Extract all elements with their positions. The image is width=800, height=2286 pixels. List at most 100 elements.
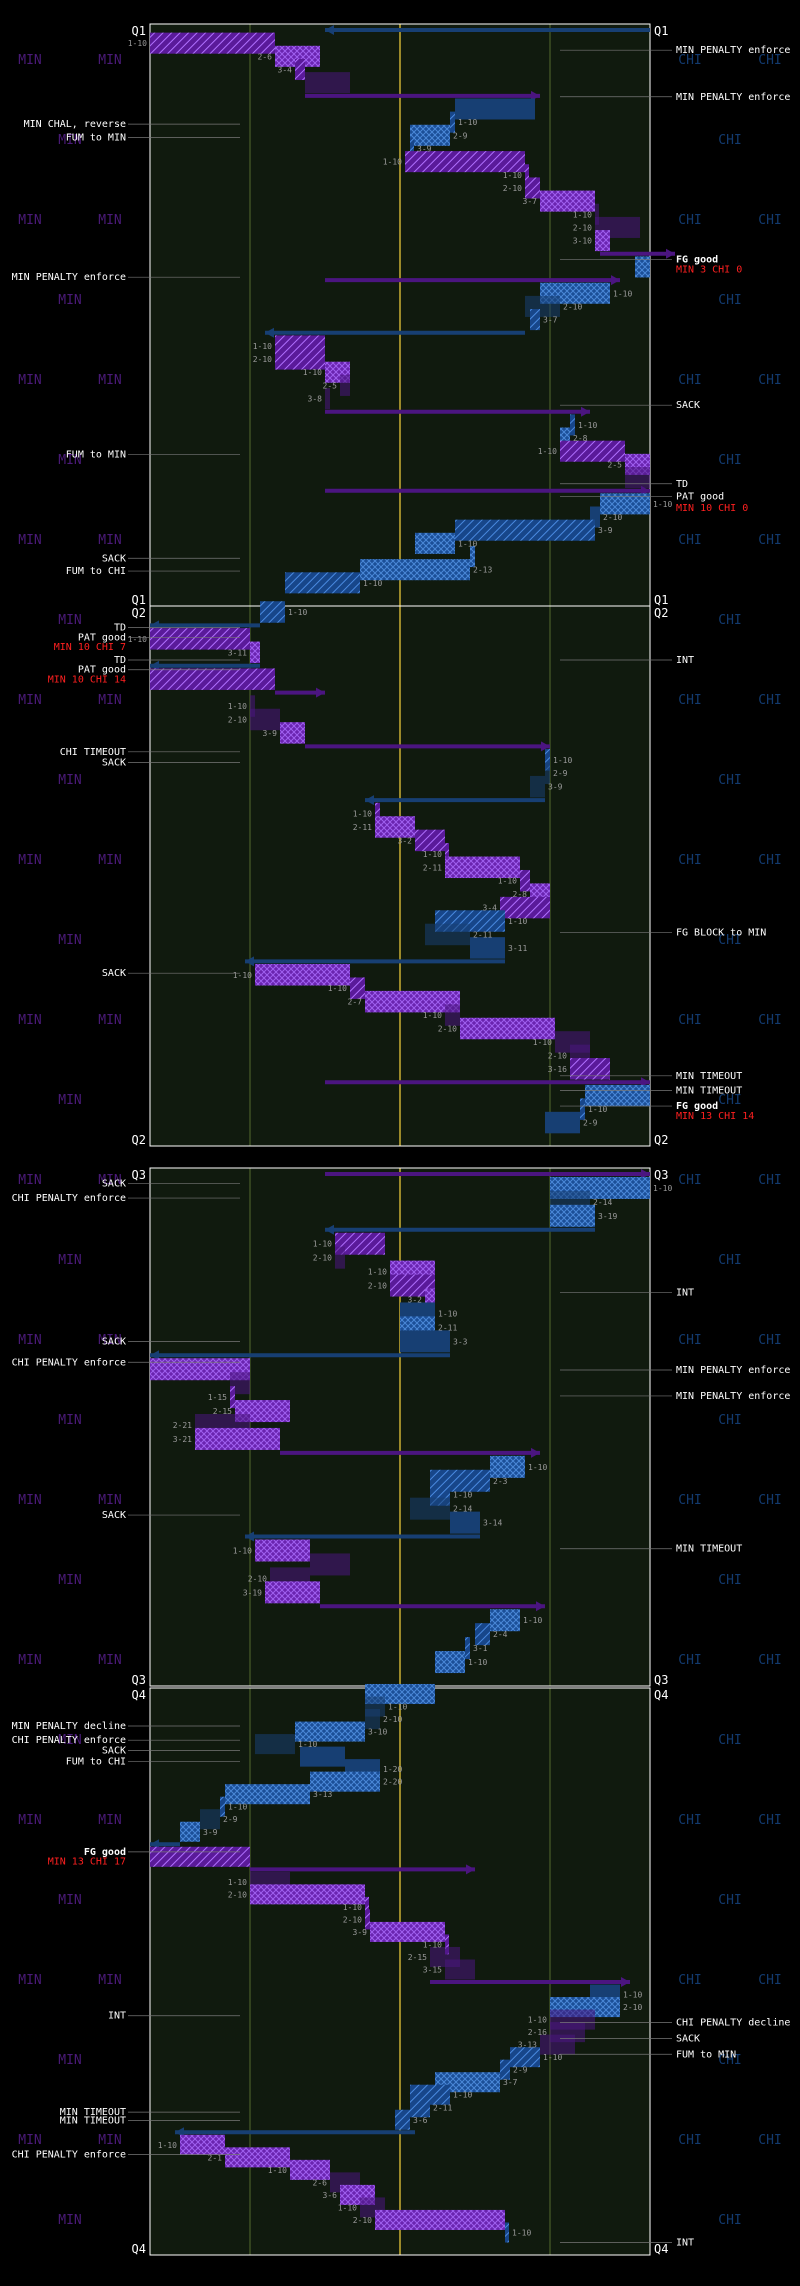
- down-label: 1-10: [313, 1240, 332, 1249]
- watermark-home: MIN: [58, 613, 81, 628]
- annotation-right: SACK: [676, 400, 700, 411]
- down-label: 1-10: [228, 1803, 247, 1812]
- plays-layer: [150, 25, 675, 2243]
- down-label: 2-10: [573, 223, 592, 232]
- watermark-home: MIN: [98, 1973, 121, 1988]
- down-label: 1-10: [588, 1105, 607, 1114]
- down-label: 1-10: [328, 984, 347, 993]
- play-bar: [545, 762, 550, 784]
- play-bar: [255, 1539, 310, 1562]
- play-bar: [585, 1084, 650, 1107]
- watermark-home: MIN: [58, 1253, 81, 1268]
- play-bar: [600, 493, 650, 515]
- down-label: 2-8: [513, 890, 528, 899]
- annotation-left: MIN CHAL, reverse: [24, 119, 126, 130]
- annotation-left: MIN 10 CHI 7: [54, 642, 126, 653]
- down-label: 1-10: [543, 2053, 562, 2062]
- play-bar: [365, 1896, 369, 1917]
- play-bar: [335, 1246, 345, 1269]
- down-label: 1-10: [653, 1184, 672, 1193]
- quarter-label: Q3: [654, 1168, 668, 1182]
- play-bar: [450, 1511, 480, 1534]
- down-label: 1-10: [363, 579, 382, 588]
- watermark-away: CHI: [678, 1013, 701, 1028]
- down-label: 2-10: [623, 2003, 642, 2012]
- play-bar: [435, 2072, 500, 2093]
- arrow-head: [325, 25, 334, 35]
- annotation-right: MIN TIMEOUT: [676, 1544, 742, 1555]
- play-bar: [635, 256, 650, 278]
- annotation-right: MIN 10 CHI 0: [676, 503, 748, 514]
- watermark-away: CHI: [758, 1813, 781, 1828]
- watermark-away: CHI: [758, 1493, 781, 1508]
- play-bar: [410, 1497, 450, 1520]
- quarter-label: Q3: [132, 1168, 146, 1182]
- play-bar: [540, 2034, 575, 2055]
- annotation-right: INT: [676, 655, 694, 666]
- down-label: 1-10: [228, 702, 247, 711]
- play-bar: [275, 45, 320, 67]
- watermark-away: CHI: [678, 853, 701, 868]
- play-bar: [255, 1734, 295, 1755]
- watermark-home: MIN: [98, 693, 121, 708]
- annotation-right: SACK: [676, 2033, 700, 2044]
- annotation-left: FUM to MIN: [66, 132, 126, 143]
- watermark-home: MIN: [18, 853, 41, 868]
- down-label: 1-10: [423, 850, 442, 859]
- watermark-away: CHI: [678, 1653, 701, 1668]
- watermark-home: MIN: [58, 1893, 81, 1908]
- watermark-away: CHI: [718, 1893, 741, 1908]
- annotation-right: MIN PENALTY enforce: [676, 1391, 790, 1402]
- down-label: 2-14: [453, 1505, 472, 1514]
- down-label: 3-4: [483, 904, 498, 913]
- down-label: 3-11: [508, 944, 527, 953]
- play-bar: [590, 506, 600, 528]
- annotation-left: PAT good: [78, 632, 126, 643]
- down-label: 1-10: [423, 1011, 442, 1020]
- watermark-away: CHI: [678, 2133, 701, 2148]
- watermark-home: MIN: [18, 1813, 41, 1828]
- down-label: 2-15: [213, 1407, 232, 1416]
- down-label: 1-10: [453, 1491, 472, 1500]
- play-bar: [525, 177, 540, 199]
- play-bar: [500, 2059, 510, 2080]
- play-bar: [470, 937, 505, 959]
- watermark-away: CHI: [758, 1333, 781, 1348]
- annotation-left: TD: [114, 655, 126, 666]
- down-label: 1-10: [503, 171, 522, 180]
- down-label: 3-2: [398, 836, 413, 845]
- watermark-away: CHI: [758, 853, 781, 868]
- watermark-home: MIN: [18, 213, 41, 228]
- play-bar: [475, 1623, 490, 1646]
- down-label: 3-21: [173, 1435, 192, 1444]
- watermark-away: CHI: [718, 1413, 741, 1428]
- down-label: 3-7: [543, 316, 558, 325]
- play-bar: [195, 1427, 280, 1450]
- down-label: 2-13: [473, 566, 492, 575]
- down-label: 2-10: [603, 513, 622, 522]
- down-label: 2-3: [493, 1477, 508, 1486]
- down-label: 2-11: [423, 863, 442, 872]
- watermark-home: MIN: [18, 1173, 41, 1188]
- play-bar: [365, 1909, 370, 1930]
- down-label: 1-10: [233, 1547, 252, 1556]
- play-bar: [625, 467, 650, 489]
- down-label: 3-13: [518, 2041, 537, 2050]
- annotation-right: FG BLOCK to MIN: [676, 928, 766, 939]
- quarter-label: Q1: [132, 593, 146, 607]
- play-bar: [530, 309, 540, 331]
- quarter-label: Q2: [132, 1133, 146, 1147]
- background-layer: MIN MIN CHI CHI MIN CHI MIN MIN CHI CHI MIN CHI MIN M…: [18, 23, 782, 2256]
- down-label: 2-4: [493, 1630, 508, 1639]
- play-bar: [490, 1609, 520, 1632]
- play-bar: [415, 532, 455, 554]
- play-bar: [390, 1274, 435, 1297]
- down-label: 1-10: [423, 1940, 442, 1949]
- play-bar: [445, 1934, 449, 1955]
- down-label: 1-10: [338, 2203, 357, 2212]
- play-bar: [570, 414, 575, 436]
- down-label: 3-8: [308, 395, 323, 404]
- play-bar: [445, 1004, 460, 1026]
- down-label: 2-10: [343, 1915, 362, 1924]
- annotation-left: SACK: [102, 1745, 126, 1756]
